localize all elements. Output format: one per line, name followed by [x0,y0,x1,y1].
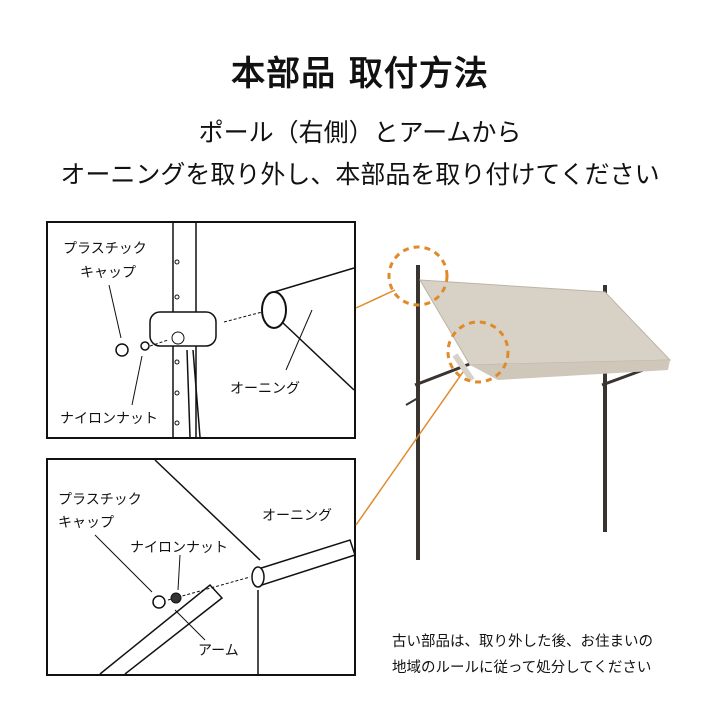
label-plastic-cap-top-1: プラスチック [63,241,147,257]
label-plastic-cap-top-2: キャップ [80,265,136,281]
label-plastic-cap-bottom-1: プラスチック [58,492,142,508]
detail-box-top [46,221,356,439]
disposal-note-line-2: 地域のルールに従って処分してください [392,660,652,676]
awning-product [405,265,672,560]
label-plastic-cap-bottom-2: キャップ [58,515,114,531]
label-arm: アーム [198,643,239,659]
disposal-note-line-1: 古い部品は、取り外した後、お住まいの [392,634,653,650]
label-awning-bottom: オーニング [262,508,332,524]
label-nylon-nut-bottom: ナイロンナット [130,540,228,556]
subtitle-line-1: ポール（右側）とアームから [198,118,522,147]
label-awning-top: オーニング [230,381,300,397]
label-nylon-nut-top: ナイロンナット [60,411,158,427]
callouts [355,245,510,526]
subtitle-line-2: オーニングを取り外し、本部品を取り付けてください [60,160,660,189]
page-title: 本部品 取付方法 [231,54,489,94]
detail-box-bottom [46,458,356,676]
